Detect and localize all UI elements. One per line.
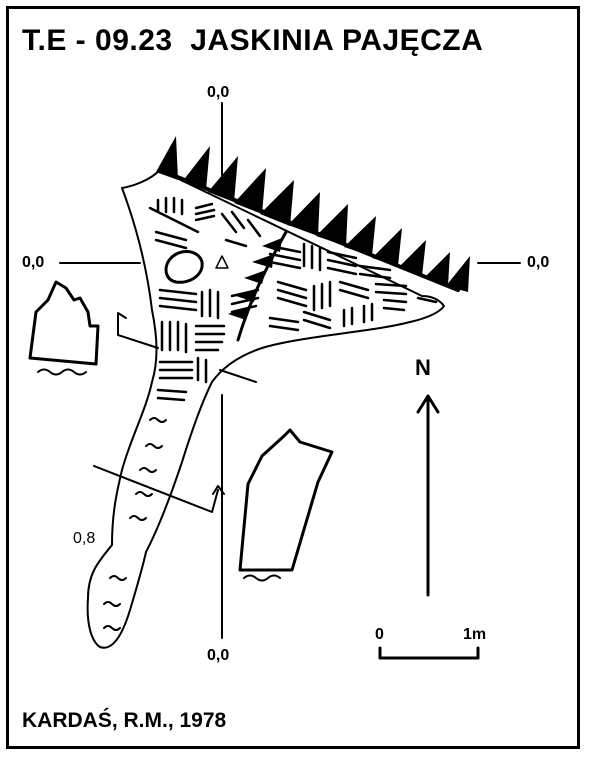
scale-end-label: 1m (463, 626, 487, 643)
scale-bar (378, 646, 480, 660)
cave-passage-outline (86, 169, 445, 649)
cut-line-a (117, 334, 159, 349)
survey-station-icon (215, 255, 229, 269)
ridge-teeth (228, 238, 282, 320)
boulder (164, 250, 204, 284)
label-right-datum: 0,0 (527, 254, 550, 271)
scale-start-label: 0 (375, 626, 384, 643)
author-credit: KARDAŚ, R.M., 1978 (22, 709, 227, 732)
clay-symbols (103, 417, 167, 631)
label-top-datum: 0,0 (207, 84, 230, 101)
map-frame (6, 6, 580, 749)
cross-section-right (238, 428, 334, 572)
north-arrow-icon (416, 394, 440, 414)
cut-arrow-c (212, 485, 225, 495)
cave-title: T.E - 09.23 JASKINIA PAJĘCZA (22, 24, 484, 57)
cut-arrow-a (117, 312, 127, 336)
north-label: N (415, 355, 431, 380)
entrance-teeth (156, 136, 470, 292)
cross-section-left (28, 280, 100, 366)
cross-section-right-floor (243, 574, 281, 582)
label-left-datum: 0,0 (22, 254, 45, 271)
cross-section-left-floor (37, 368, 87, 376)
rubble-hatching (148, 196, 438, 402)
cut-line-b (219, 369, 257, 383)
cut-line-c (93, 465, 219, 513)
label-bottom-datum: 0,0 (207, 647, 230, 664)
label-depth: 0,8 (73, 530, 96, 547)
